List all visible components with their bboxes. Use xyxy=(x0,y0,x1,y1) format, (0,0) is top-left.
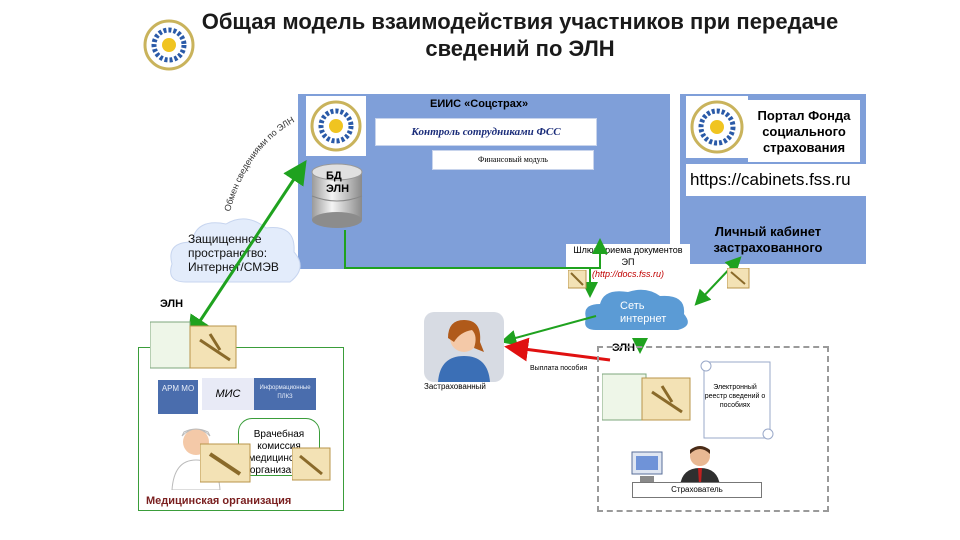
eln-left-label: ЭЛН xyxy=(160,298,184,310)
portal-label: Портал Фонда социального страхования xyxy=(757,108,851,155)
medical-org-label: Медицинская организация xyxy=(146,495,292,507)
registry-scroll-icon xyxy=(700,360,774,440)
portal-url[interactable]: https://cabinets.fss.ru xyxy=(690,170,851,189)
insurer-box xyxy=(597,346,829,512)
eln-document-icon xyxy=(150,321,237,369)
payment-label: Выплата пособия xyxy=(530,365,588,372)
db-gateway-arrow xyxy=(344,230,608,269)
mis-box: МИС xyxy=(202,378,254,410)
insured-label: Застрахованный xyxy=(424,382,486,391)
cabinet-label: Личный кабинет застрахованного xyxy=(713,224,823,255)
portal-label-box xyxy=(748,100,860,162)
insured-person-icon xyxy=(424,312,504,382)
commission-box: Врачебная комиссия медицинской организац… xyxy=(238,418,320,476)
fss-logo-icon xyxy=(143,19,195,71)
registry-label: Электронный реестр сведений о пособиях xyxy=(704,384,766,409)
net-insured-arrow xyxy=(500,315,597,346)
arm-box: АРМ МО xyxy=(158,380,198,414)
stamp-icon xyxy=(292,447,331,481)
employer-person-icon xyxy=(680,446,720,486)
stamp-icon xyxy=(568,270,587,289)
gateway-box: Шлюз приема документов ЭП (http://docs.f… xyxy=(566,244,690,280)
portal-url-box xyxy=(686,164,868,196)
db-label: БД ЭЛН xyxy=(326,170,350,195)
stamp-icon xyxy=(200,443,251,483)
fss-logo-icon xyxy=(690,100,744,154)
fss-logo-icon xyxy=(310,100,362,152)
computer-icon xyxy=(631,451,663,482)
internet-label: Сеть интернет xyxy=(620,300,667,325)
infosys-box: Информационные ПЛКЗ xyxy=(254,378,316,410)
portal-logo-box xyxy=(686,96,748,158)
page-title: Общая модель взаимодействия участников п… xyxy=(201,9,839,61)
exchange-arrow xyxy=(187,159,307,341)
control-bar: Контроль сотрудниками ФСС xyxy=(375,118,597,146)
eiis-logo-box xyxy=(306,96,366,156)
payment-arrow xyxy=(504,337,611,362)
database-icon xyxy=(311,163,363,228)
employer-label: Страхователь xyxy=(632,482,762,498)
finance-module-bar: Финансовый модуль xyxy=(432,150,594,170)
eln-right-label: ЭЛН xyxy=(612,342,636,354)
internet-cloud-shape xyxy=(585,289,688,330)
eln-document-icon xyxy=(602,373,691,421)
eiis-label: ЕИИС «Соцстрах» xyxy=(430,98,529,110)
stamp-icon xyxy=(727,268,750,289)
